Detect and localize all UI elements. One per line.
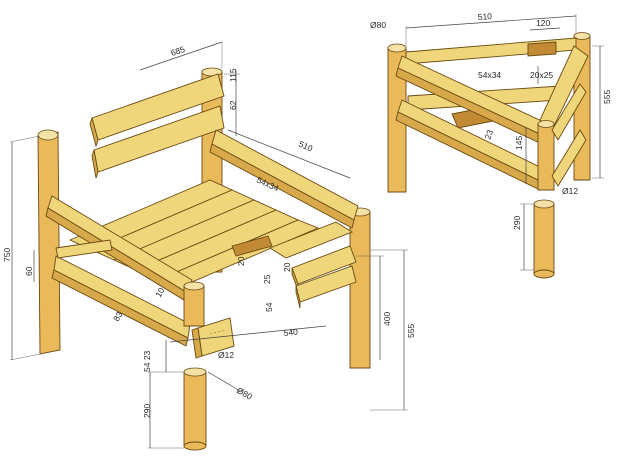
dim-frame-leg-height: 555 [602,90,612,104]
dim-leg-diameter: Ø80 [235,385,254,402]
dim-rail-section-side: 54 23 [142,350,152,372]
dim-back-width: 685 [170,44,187,58]
dim-frame-small: 23 [482,128,495,141]
dim-frame-dowel: Ø12 [562,186,578,196]
dim-frame-tenon: 120 [536,18,550,28]
dim-frame-stub: 290 [512,216,522,230]
dim-side-rail-length: 510 [297,139,314,154]
dim-frame-offset: 145 [514,136,524,150]
dim-height-total: 750 [2,248,12,262]
dim-front-depth: 540 [283,327,298,338]
back-board-upper [89,73,225,148]
dim-back-board-lower: 62 [228,100,238,110]
dim-frame-diameter: Ø80 [370,20,386,30]
frame-side-rail-upper [395,55,549,145]
dim-rail-low: 83 [111,310,125,323]
rear-right-leg [349,207,371,369]
chair-assembly: 685 115 62 510 54x34 750 60 10 83 20 25 … [2,41,416,451]
dim-frame-rail-section: 54x34 [478,70,501,80]
frame-leg-stub [533,199,555,279]
dim-front-leg-height: 555 [406,324,416,338]
armrest-front [45,195,193,301]
dim-seat-height: 400 [382,312,392,326]
frame-side-rail-lower [395,99,547,191]
dim-armrest-front: 60 [24,266,34,276]
front-right-leg-top [183,281,205,327]
frame-front-rail [551,83,587,187]
dim-seat-gap: 10 [153,286,167,299]
frame-leg-front [537,120,555,191]
frame-detail: Ø80 510 120 54x34 20x25 555 23 145 Ø12 2… [370,11,612,279]
back-board-lower [91,105,225,179]
dim-slat-20: 20 [282,262,292,272]
side-rail-right [209,129,359,229]
dim-leg-stub: 290 [142,404,152,418]
front-lower-rail [51,239,191,347]
dim-dowel: Ø12 [218,350,234,360]
dim-seat-slat-gap: 20 [236,256,246,266]
dim-frame-width: 510 [477,11,492,22]
dimension-lines-frame [405,14,604,271]
dim-slat-54: 54 [264,302,274,312]
dim-frame-tenon-section: 20x25 [530,70,553,80]
frame-rear-top-rail [405,37,577,65]
front-left-leg [37,129,61,355]
dim-slat-25: 25 [262,274,272,284]
dimension-lines-chair [9,41,408,449]
dim-back-board-upper: 115 [228,68,238,82]
leg-stub [183,367,207,451]
